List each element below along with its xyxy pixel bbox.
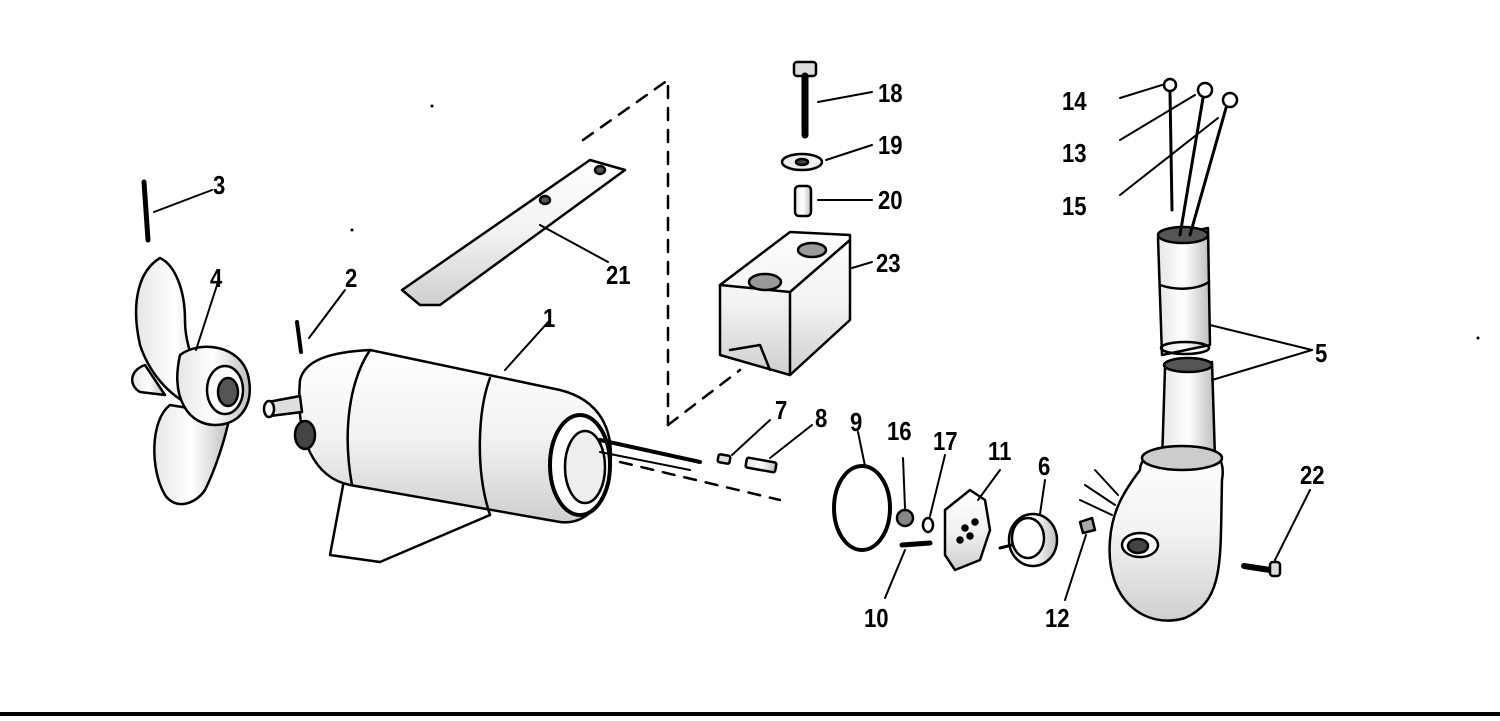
label-11: 11	[988, 436, 1012, 466]
label-2: 2	[345, 263, 358, 293]
part-7-pin	[716, 419, 771, 465]
label-19: 19	[878, 130, 903, 160]
part-19-washer	[780, 144, 873, 172]
label-22: 22	[1300, 460, 1325, 490]
label-18: 18	[878, 78, 903, 108]
label-6: 6	[1038, 451, 1051, 481]
part-5-leader	[1209, 324, 1313, 381]
part-23-block	[718, 230, 873, 377]
label-9: 9	[850, 407, 863, 437]
label-14: 14	[1062, 86, 1087, 116]
part-1-motor-housing	[262, 319, 702, 564]
label-16: 16	[887, 416, 912, 446]
part-22-bolt	[1241, 489, 1311, 578]
label-5: 5	[1315, 338, 1328, 368]
part-11-plate	[943, 469, 1001, 572]
label-21: 21	[606, 260, 631, 290]
label-20: 20	[878, 185, 903, 215]
bottom-rule	[0, 712, 1500, 716]
part-13-terminal	[1119, 81, 1214, 237]
part-2-drive-pin	[295, 289, 346, 354]
label-8: 8	[815, 403, 828, 433]
part-5-lower-housing	[1079, 444, 1224, 622]
part-9-o-ring	[832, 431, 892, 552]
label-15: 15	[1062, 191, 1087, 221]
part-16-nut	[895, 457, 915, 528]
part-6-cap	[998, 479, 1059, 568]
part-21-bracket	[400, 158, 627, 307]
part-14-terminal	[1119, 77, 1178, 212]
label-4: 4	[210, 263, 223, 293]
label-17: 17	[933, 426, 958, 456]
label-10: 10	[864, 603, 889, 633]
label-23: 23	[876, 248, 901, 278]
assembly-dashed-lines	[581, 78, 782, 502]
label-13: 13	[1062, 138, 1087, 168]
part-17-washer	[921, 454, 946, 534]
part-8-pin	[744, 424, 813, 474]
part-4-propeller	[131, 256, 251, 506]
part-15-terminal	[1119, 91, 1239, 237]
part-18-screw	[792, 60, 873, 139]
label-7: 7	[775, 395, 788, 425]
part-10-screw	[884, 540, 933, 599]
part-12-clip	[1064, 516, 1097, 601]
part-3-pin	[141, 179, 213, 243]
label-3: 3	[213, 170, 226, 200]
label-12: 12	[1045, 603, 1070, 633]
part-5-tube	[1156, 225, 1217, 464]
part-20-spacer	[793, 184, 873, 218]
label-1: 1	[543, 303, 556, 333]
